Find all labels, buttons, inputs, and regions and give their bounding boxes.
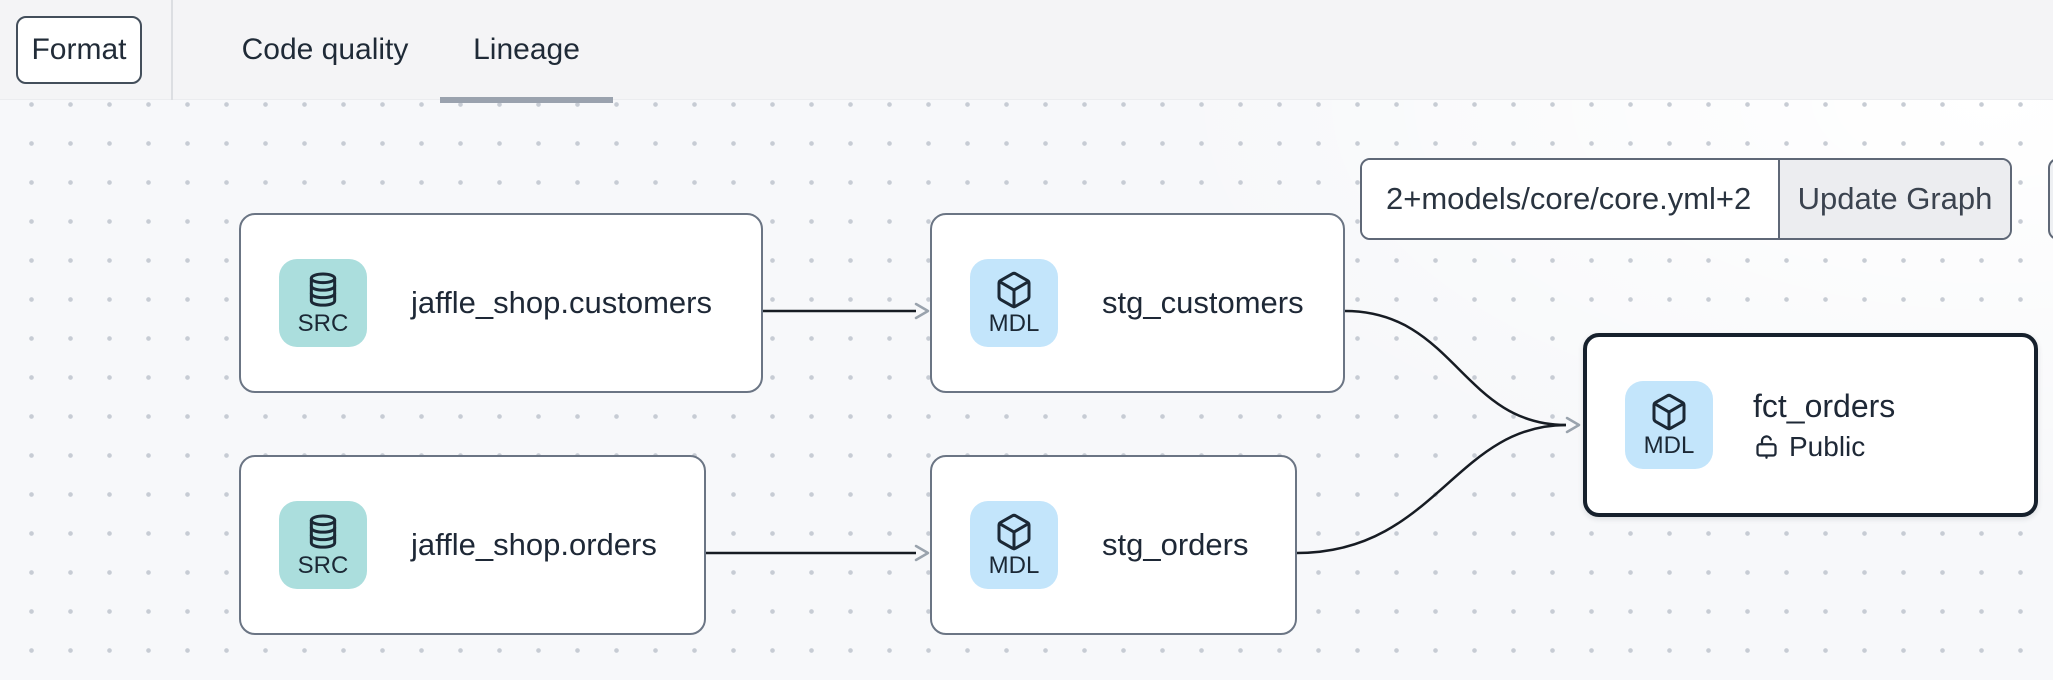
box-icon (997, 271, 1031, 309)
node-fct-orders[interactable]: MDL fct_orders Public (1583, 333, 2038, 517)
topbar-divider (171, 0, 173, 100)
tab-lineage[interactable]: Lineage (440, 0, 613, 103)
node-label: stg_customers (1102, 285, 1304, 320)
model-type-badge: MDL (1625, 381, 1713, 469)
topbar: Format Code quality Lineage (0, 0, 2053, 103)
badge-label: MDL (988, 309, 1040, 337)
unlock-icon (1756, 435, 1777, 459)
lineage-canvas[interactable]: SRC jaffle_shop.customers MDL stg_custom… (0, 100, 2053, 680)
format-button[interactable]: Format (16, 16, 142, 84)
update-graph-button[interactable]: Update Graph (1778, 160, 2010, 238)
edge-stgcustomers-to-fct (1344, 309, 1567, 427)
badge-label: MDL (988, 551, 1040, 579)
badge-label: SRC (297, 309, 349, 337)
node-jaffle-shop-orders[interactable]: SRC jaffle_shop.orders (239, 455, 706, 635)
box-icon (1652, 393, 1686, 431)
badge-label: SRC (297, 551, 349, 579)
box-icon (997, 513, 1031, 551)
source-type-badge: SRC (279, 259, 367, 347)
node-label: stg_orders (1102, 527, 1249, 562)
arrowhead-icon (914, 544, 930, 562)
arrowhead-icon (1565, 416, 1581, 434)
access-row: Public (1753, 431, 1895, 463)
node-stg-customers[interactable]: MDL stg_customers (930, 213, 1345, 393)
tab-code-quality[interactable]: Code quality (241, 33, 409, 66)
edge-stgorders-to-fct (1296, 423, 1567, 555)
access-label: Public (1789, 430, 1866, 462)
model-type-badge: MDL (970, 501, 1058, 589)
node-label: jaffle_shop.orders (411, 527, 657, 562)
model-type-badge: MDL (970, 259, 1058, 347)
selector-toolbar: Update Graph (1360, 158, 2012, 240)
source-type-badge: SRC (279, 501, 367, 589)
badge-label: MDL (1643, 431, 1695, 459)
database-icon (309, 272, 337, 307)
node-stg-orders[interactable]: MDL stg_orders (930, 455, 1297, 635)
node-label: jaffle_shop.customers (411, 285, 712, 320)
database-icon (309, 514, 337, 549)
partial-button[interactable] (2048, 158, 2053, 240)
node-label: fct_orders (1753, 387, 1896, 424)
node-jaffle-shop-customers[interactable]: SRC jaffle_shop.customers (239, 213, 763, 393)
selector-input[interactable] (1362, 160, 1778, 238)
arrowhead-icon (914, 302, 930, 320)
